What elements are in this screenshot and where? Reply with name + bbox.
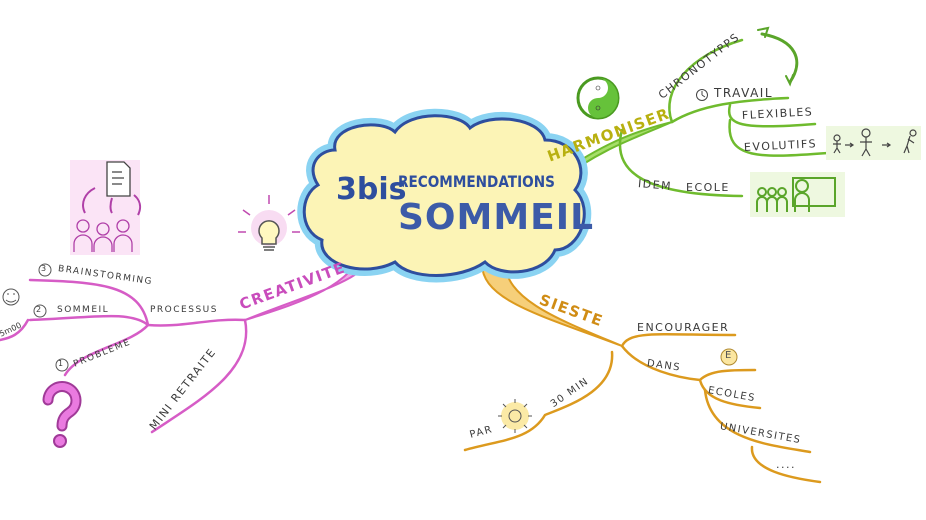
central-prefix: 3bis (336, 172, 407, 207)
clock-icon (696, 89, 708, 101)
ecole-label: ECOLE (686, 181, 730, 194)
harmoniser-branches (559, 26, 830, 198)
evolution-figures-icon (826, 126, 921, 160)
sun-icon (498, 399, 532, 433)
central-title-line1: RECOMMENDATIONS (398, 172, 555, 191)
processus-label: PROCESSUS (150, 305, 218, 315)
yin-yang-icon (576, 76, 620, 120)
lightbulb-icon (238, 195, 300, 251)
sieste-branches (463, 261, 822, 484)
step-2: 2 (36, 305, 42, 314)
central-cloud (297, 108, 592, 283)
brainstorm-people-icon (70, 160, 142, 255)
question-mark-icon (42, 381, 82, 448)
classroom-icon (750, 172, 845, 217)
step-3: 3 (41, 264, 47, 273)
encourager-label: ENCOURAGER (637, 321, 730, 334)
travail-label: TRAVAIL (714, 86, 773, 100)
sommeil-label: SOMMEIL (57, 305, 110, 315)
euro-coin-icon (720, 348, 738, 366)
smiley-icon (2, 288, 20, 306)
step-1: 1 (58, 359, 64, 368)
ellipsis-label: .... (776, 458, 796, 471)
step-circles (33, 263, 69, 372)
central-title-line2: SOMMEIL (398, 197, 595, 238)
euro-coin-label: E (725, 350, 732, 361)
